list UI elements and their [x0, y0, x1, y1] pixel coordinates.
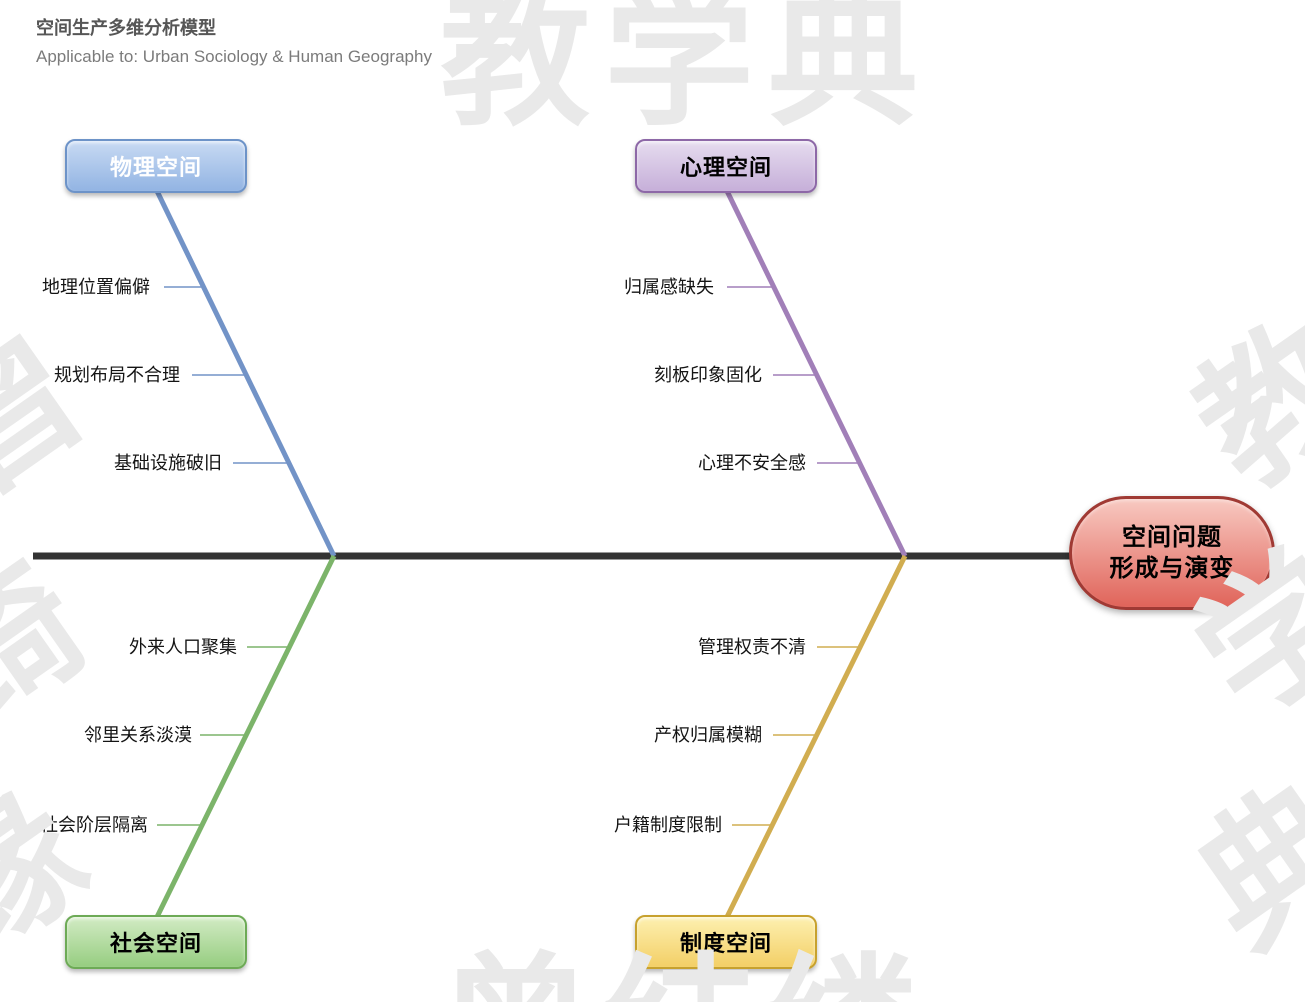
cause-label[interactable]: 邻里关系淡漠 [84, 725, 192, 745]
cause-label[interactable]: 基础设施破旧 [114, 453, 222, 473]
cause-label[interactable]: 社会阶层隔离 [40, 815, 148, 835]
branch-line-institutional [724, 554, 908, 919]
cause-label[interactable]: 户籍制度限制 [614, 815, 722, 835]
category-box-physical[interactable]: 物理空间 [65, 139, 247, 193]
page-title: 空间生产多维分析模型 [36, 18, 216, 38]
category-box-label: 制度空间 [679, 931, 772, 956]
cause-label[interactable]: 刻板印象固化 [654, 365, 762, 385]
head-node[interactable]: 空间问题 形成与演变 [1069, 496, 1275, 610]
category-box-label: 物理空间 [109, 155, 202, 180]
branch-line-social [154, 554, 337, 919]
category-box-label: 社会空间 [109, 931, 202, 956]
branch-line-physical [154, 189, 337, 558]
category-box-psychological[interactable]: 心理空间 [635, 139, 817, 193]
category-box-institutional[interactable]: 制度空间 [635, 915, 817, 969]
cause-label[interactable]: 归属感缺失 [624, 277, 714, 297]
head-label-line1: 空间问题 [1122, 523, 1222, 551]
head-label-line2: 形成与演变 [1109, 555, 1235, 582]
branch-line-psychological [724, 189, 908, 558]
category-box-label: 心理空间 [679, 155, 772, 180]
page-subtitle: Applicable to: Urban Sociology & Human G… [36, 47, 432, 66]
category-box-social[interactable]: 社会空间 [65, 915, 247, 969]
cause-label[interactable]: 外来人口聚集 [129, 637, 237, 657]
cause-label[interactable]: 规划布局不合理 [54, 365, 180, 385]
cause-label[interactable]: 管理权责不清 [698, 637, 806, 657]
cause-label[interactable]: 心理不安全感 [698, 453, 806, 473]
cause-label[interactable]: 地理位置偏僻 [42, 277, 150, 297]
cause-label[interactable]: 产权归属模糊 [654, 725, 762, 745]
